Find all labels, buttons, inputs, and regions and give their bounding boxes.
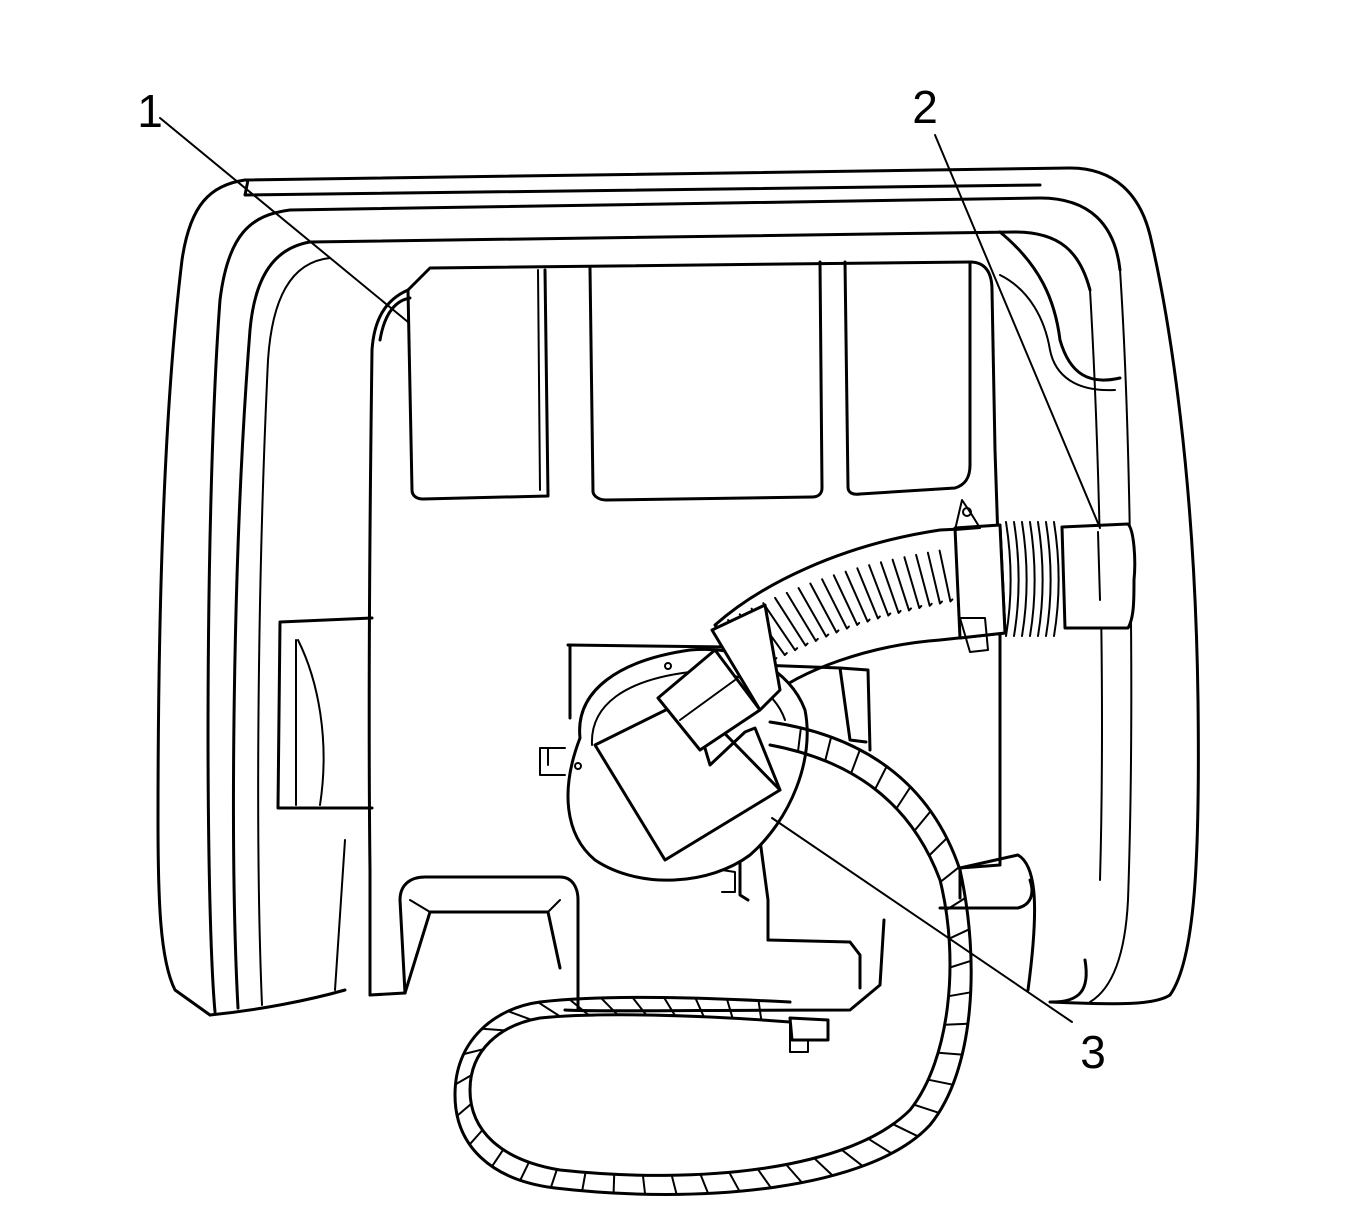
- outer-panel: [156, 166, 1200, 1017]
- hose-end-rib: [1029, 521, 1036, 637]
- harness-tick: [895, 786, 912, 810]
- hose-rib: [797, 587, 830, 638]
- hose-rib: [915, 553, 933, 607]
- harness-tick: [913, 810, 932, 832]
- hose-rib: [809, 582, 840, 634]
- harness-tick: [462, 1048, 485, 1056]
- leader-line-2: [934, 134, 1101, 529]
- hose-rib: [785, 591, 819, 642]
- harness-tick: [631, 996, 648, 1016]
- harness-tick: [568, 998, 590, 1017]
- harness-tick: [757, 999, 763, 1021]
- harness-tick: [581, 1171, 587, 1192]
- air-inlet-hose: [713, 499, 1137, 702]
- hose-end-rib: [1021, 521, 1028, 637]
- harness-tick: [867, 1137, 893, 1155]
- callout-label-1: 1: [137, 85, 163, 137]
- harness-tick: [840, 1148, 864, 1168]
- wiring-harness: [453, 720, 973, 1196]
- harness-tick: [537, 1001, 561, 1018]
- harness-tick: [874, 765, 888, 791]
- hose-end-rib: [1013, 521, 1020, 637]
- harness-tick: [600, 996, 619, 1016]
- hose-end-rib: [1005, 521, 1012, 637]
- harness-tick: [797, 726, 802, 753]
- harness-tick: [699, 1173, 710, 1195]
- harness-tick: [454, 1074, 473, 1086]
- harness-tick: [948, 928, 971, 940]
- harness-tick: [945, 897, 967, 912]
- leader-line-3: [771, 817, 1073, 1023]
- harness-tick: [850, 748, 861, 775]
- harness-tick: [728, 1171, 741, 1193]
- hose-rib: [844, 570, 871, 623]
- callout-label-2: 2: [912, 81, 938, 133]
- harness-tick: [813, 1157, 834, 1177]
- callouts: 1 2 3: [137, 81, 1106, 1078]
- harness-tick: [943, 1022, 969, 1026]
- harness-tick: [663, 996, 677, 1017]
- harness-tick: [694, 997, 705, 1018]
- harness-tick: [913, 1103, 940, 1114]
- callout-label-3: 3: [1080, 1026, 1106, 1078]
- harness-tick: [927, 1078, 954, 1086]
- hose-rib: [903, 556, 923, 609]
- harness-tick: [947, 991, 972, 998]
- harness-tick: [949, 959, 972, 969]
- harness-tick: [785, 1163, 803, 1184]
- harness-tick: [939, 866, 960, 883]
- harness-tick: [937, 1051, 964, 1056]
- leader-line-1: [159, 117, 409, 323]
- harness-tick: [491, 1148, 505, 1168]
- hose-rib: [879, 561, 902, 614]
- harness-tick: [612, 1173, 616, 1194]
- leader-lines: [159, 117, 1101, 1023]
- harness-ticks: [454, 726, 972, 1196]
- hose-end-rib: [1037, 521, 1044, 637]
- hose-rib: [821, 578, 850, 630]
- harness-tick: [824, 736, 833, 762]
- hose-end-rib: [1045, 521, 1052, 637]
- harness-tick: [726, 998, 734, 1020]
- harness-tick: [641, 1174, 647, 1196]
- hose-rib: [938, 549, 954, 603]
- harness-tick: [507, 1010, 533, 1021]
- harness-tick: [756, 1168, 772, 1189]
- harness-tick: [549, 1168, 558, 1189]
- harness-tick: [456, 1102, 473, 1117]
- harness-tick: [481, 1027, 506, 1032]
- hose-rib: [832, 574, 861, 626]
- harness-tick: [519, 1161, 530, 1182]
- hose-end-rib: [1053, 521, 1060, 637]
- harness-tick: [468, 1129, 484, 1146]
- harness-tick: [670, 1174, 678, 1196]
- hose-rib: [762, 602, 799, 652]
- harness-tick: [928, 837, 948, 857]
- hose-rib: [926, 551, 943, 605]
- blower-motor: [539, 603, 872, 942]
- hose-rib: [856, 567, 881, 620]
- hose-rib: [774, 596, 809, 647]
- hose-rib: [750, 607, 788, 657]
- hose-rib: [868, 564, 892, 617]
- hose-rib: [891, 558, 912, 612]
- harness-tick: [892, 1123, 919, 1138]
- hose-end-ribs: [1005, 521, 1060, 637]
- duct-openings: [406, 260, 972, 502]
